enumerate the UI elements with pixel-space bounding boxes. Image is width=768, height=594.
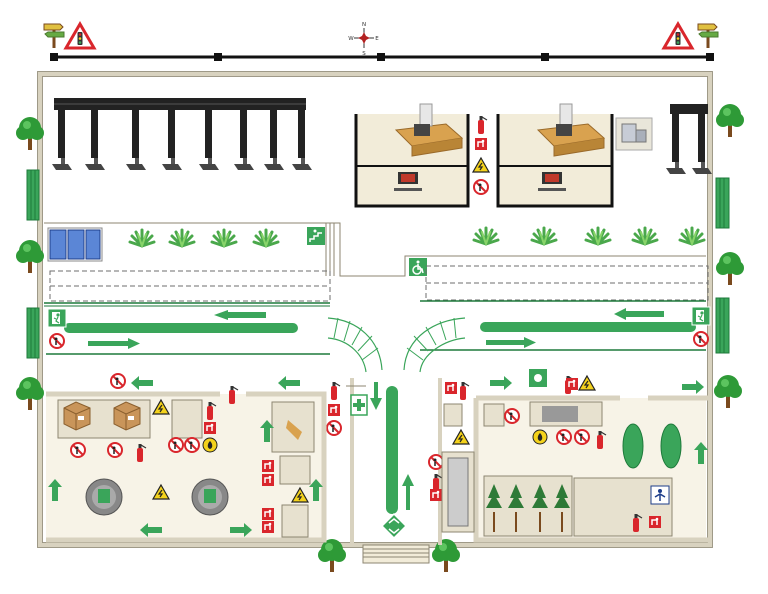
- plant-icon: [128, 226, 706, 248]
- traffic-direction-arrows: [64, 308, 696, 349]
- top-perimeter-fence: [50, 53, 714, 61]
- direction-signpost-icon: [697, 23, 719, 48]
- stairs-exit-sign: [307, 227, 325, 245]
- round-table-icon: [85, 478, 229, 516]
- reception-booth-2: [496, 103, 614, 208]
- compass-east-label: E: [375, 36, 379, 42]
- compass-north-label: N: [362, 22, 366, 28]
- internal-road: [44, 222, 709, 355]
- computer-icon: [538, 172, 566, 191]
- reception-desk-icon: [536, 103, 606, 157]
- traffic-light-warning-icon: [63, 21, 97, 50]
- first-aid-icon: [350, 394, 368, 416]
- computer-icon: [394, 172, 422, 191]
- west-gate: [26, 169, 40, 359]
- east-gate: [715, 177, 730, 354]
- no-pedestrian-icon: [49, 331, 709, 349]
- central-curved-walkway: [327, 317, 466, 373]
- warehouse-room: [46, 391, 327, 543]
- south-entrance: [362, 544, 430, 564]
- office-room: [441, 395, 708, 543]
- conference-table: [622, 423, 682, 469]
- accessible-person-sign: [650, 485, 670, 505]
- server-equipment: [615, 117, 653, 151]
- wheelchair-icon: [409, 258, 427, 276]
- booth-safety-signs: [472, 115, 490, 195]
- traffic-light-warning-icon: [661, 21, 695, 50]
- direction-signpost-icon: [43, 23, 65, 48]
- compass-icon: N S E W: [348, 22, 379, 57]
- assembly-point-icon: [529, 369, 547, 387]
- reception-desk-icon: [394, 103, 464, 157]
- storage-shelving: [52, 98, 312, 170]
- reception-booth-1: [354, 103, 470, 208]
- tree-icon: [486, 484, 570, 532]
- windows-panel: [47, 227, 103, 262]
- assembly-point-icon: [380, 512, 408, 540]
- compass-south-label: S: [362, 51, 366, 57]
- compass-west-label: W: [348, 36, 354, 42]
- storage-shelving-east: [666, 104, 712, 174]
